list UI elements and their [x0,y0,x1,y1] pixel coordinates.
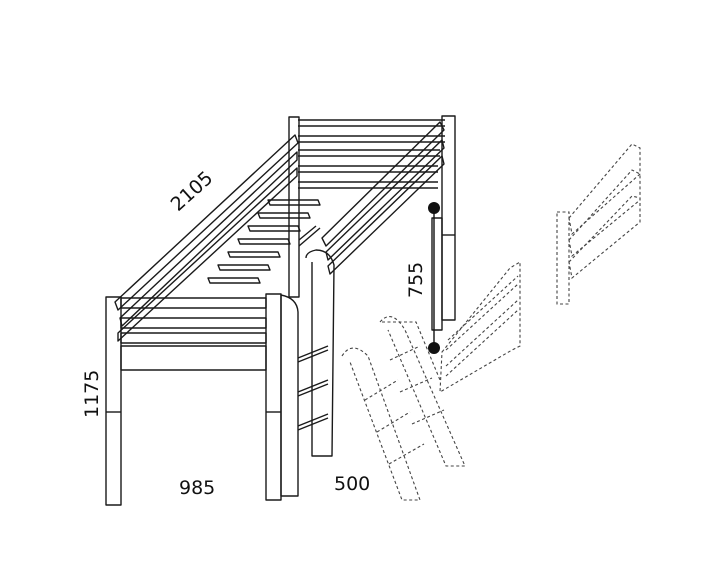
bed-slats [207,199,321,284]
ladder-alt-inner [382,321,445,425]
height-label: 1175 [81,370,103,418]
post-front-middle [265,293,282,501]
clearance-label: 755 [405,262,427,298]
front-end-rails [120,297,267,371]
width-label: 985 [179,477,215,499]
dimension-dot-bottom [428,342,440,354]
ladder-depth-label: 500 [334,473,370,495]
post-front-left [105,296,122,506]
ladder-alt-outer [341,316,466,501]
front-rail [114,134,299,342]
end-rail-right [321,121,445,275]
dimension-dot-top [428,202,440,214]
clearance-dimension [428,202,440,354]
length-label: 2105 [167,167,218,216]
end-rail-alt-middle [439,261,521,393]
back-rail [298,119,445,189]
ladder [280,225,335,497]
end-rail-alt-far [556,143,641,305]
post-back-left [288,116,300,298]
